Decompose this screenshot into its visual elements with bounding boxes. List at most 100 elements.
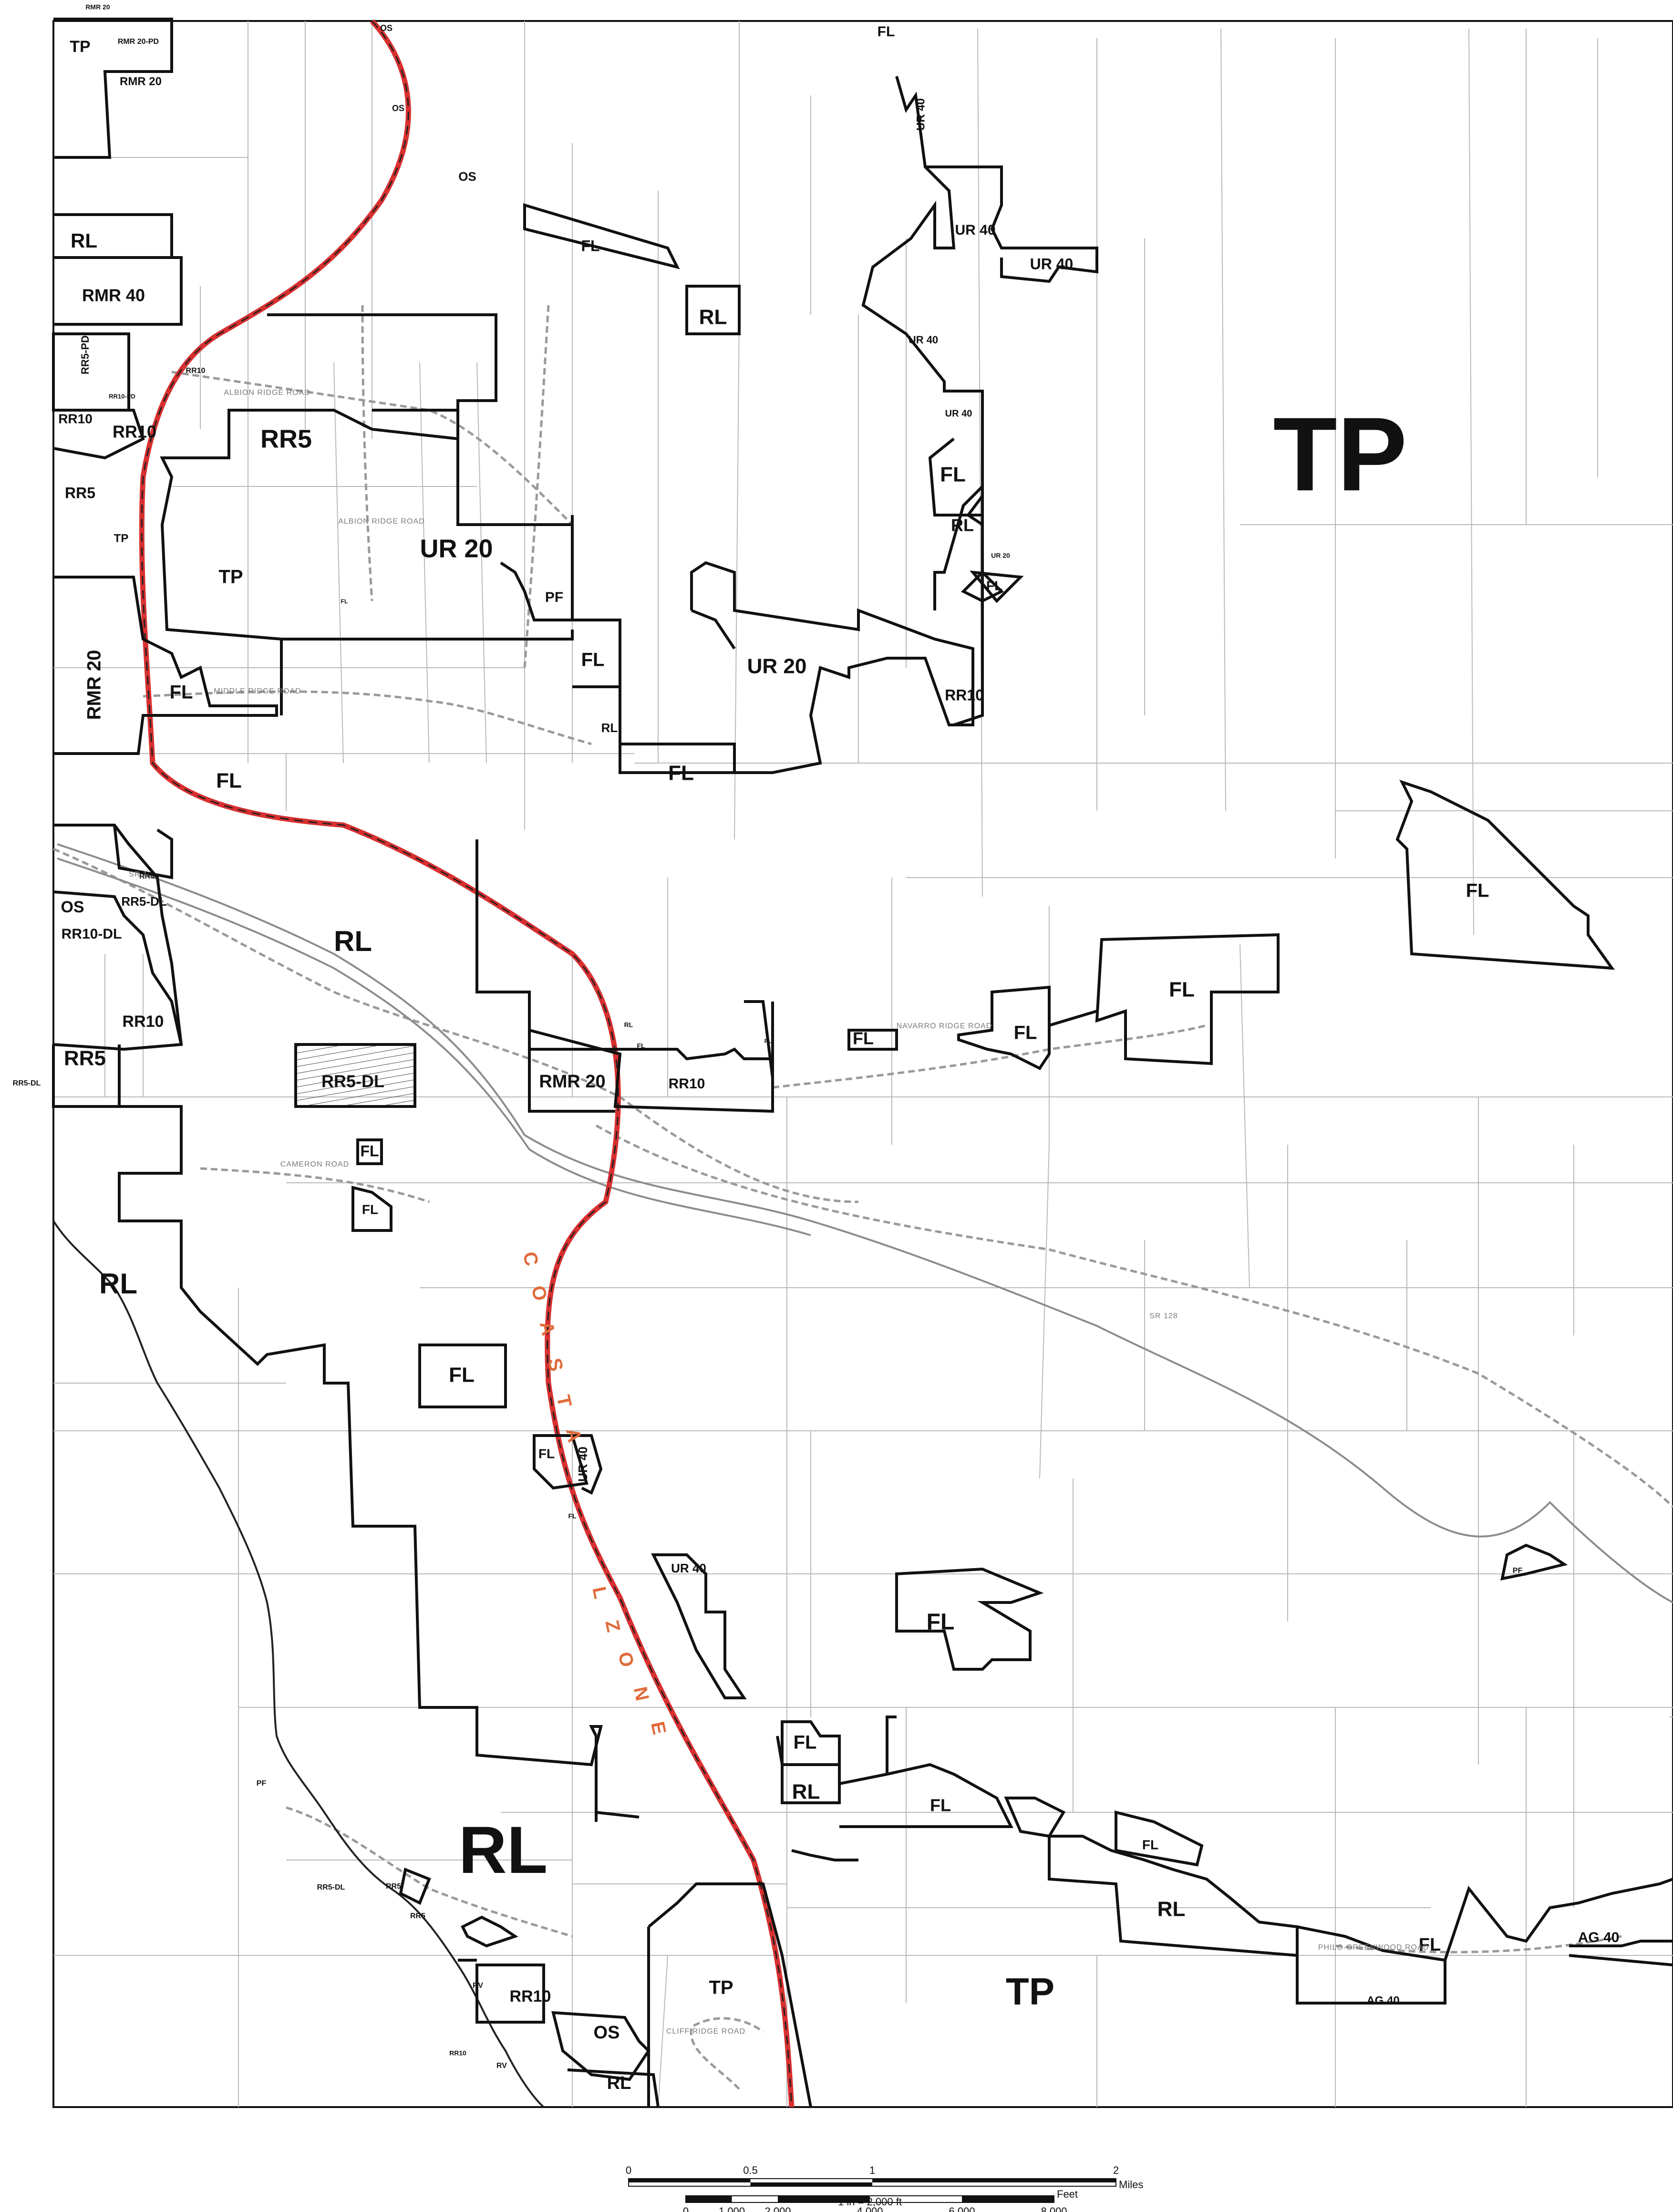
zone-label: AG 40 [1366, 1994, 1399, 2007]
zone-label: PF [257, 1779, 267, 1788]
zone-label: FL [568, 1512, 577, 1520]
zone-label: RMR 20 [85, 3, 110, 11]
zone-label: RR10 [945, 686, 984, 703]
zone-label: FL [341, 598, 348, 605]
scale-tick-label: 8,000 [1041, 2205, 1067, 2212]
parcel-lines [53, 21, 1673, 2108]
zone-label: FL [986, 578, 1002, 593]
road-label: ALBION RIDGE ROAD [224, 389, 310, 397]
zone-label: RR5 [410, 1912, 425, 1920]
zone-label: FL [581, 650, 605, 671]
zone-label: RR5 [139, 872, 155, 880]
zone-label: UR 40 [1030, 255, 1074, 272]
zone-label: RR5-PD [79, 335, 91, 374]
coastal-zone-letter: C [519, 1250, 542, 1268]
zone-label: RL [792, 1780, 820, 1804]
zone-label: OS [380, 23, 392, 33]
zone-label: FL [930, 1796, 951, 1815]
road-label: CLIFF RIDGE ROAD [666, 2027, 745, 2036]
zone-label: RR5 [65, 484, 95, 501]
zone-label: FL [1142, 1837, 1158, 1852]
zone-label: OS [458, 169, 476, 184]
zone-label: FL [538, 1446, 555, 1461]
zone-label: OS [392, 103, 404, 113]
zone-label: FL [581, 237, 599, 254]
zone-label: FL [170, 682, 193, 703]
zone-label: RL [624, 1021, 633, 1029]
coastal-zone-letter: N [630, 1685, 653, 1703]
zone-label: TP [218, 567, 243, 588]
zone-label: FL [927, 1610, 955, 1635]
scale-bar-segment [962, 2196, 1054, 2202]
zone-label: RL [607, 2073, 631, 2093]
scale-bar-segment [872, 2179, 1116, 2182]
zone-label: RL [99, 1268, 137, 1300]
scale-tick-label: 4,000 [857, 2205, 883, 2212]
scale-bar-feet: 0 1,000 2,000 4,000 6,000 8,000 Feet [683, 2188, 1078, 2212]
scale-bar-segment [686, 2196, 732, 2202]
zone-label: UR 40 [945, 408, 972, 419]
zone-label: FL [360, 1142, 379, 1159]
scale-tick-label: 2 [1113, 2164, 1119, 2176]
river [57, 843, 1673, 1603]
zone-label: UR 40 [671, 1561, 706, 1575]
scale-unit-label: Miles [1119, 2179, 1143, 2191]
road-label: ALBION RIDGE ROAD [338, 517, 424, 526]
road-label: SR 1 [129, 870, 148, 879]
zone-label: RR5-DL [317, 1883, 345, 1892]
zone-label: FL [1419, 1935, 1441, 1955]
zone-label: RR10 [669, 1076, 705, 1092]
zone-label: FL [794, 1732, 817, 1753]
zone-label: RL [699, 306, 727, 329]
scale-tick-label: 1 [869, 2164, 875, 2176]
coastal-zone-letter: O [614, 1650, 638, 1669]
scale-tick-label: 2,000 [764, 2205, 791, 2212]
scale-bar-segment [629, 2179, 751, 2182]
zone-label: TP [70, 38, 90, 56]
zone-label: RR10 [510, 1987, 551, 2005]
zone-label: UR 40 [576, 1447, 590, 1482]
coastal-zone-boundary [139, 19, 795, 2108]
zone-label: FL [853, 1029, 874, 1048]
coastal-zone-letter: A [562, 1426, 585, 1444]
coastal-zone-letter: E [647, 1720, 670, 1737]
road-label: PHILO-GREENWOOD ROAD [1318, 1943, 1429, 1952]
zone-label: FL [1169, 978, 1195, 1002]
zone-label: FL [216, 769, 242, 793]
zone-label: TP [1006, 1970, 1054, 2013]
zone-label: RR10-PD [109, 393, 135, 400]
road-lines [53, 305, 1673, 2090]
coastal-zone-letter: L [588, 1585, 611, 1601]
road-labels: ALBION RIDGE ROAD ALBION RIDGE ROAD MIDD… [129, 389, 1429, 2036]
zone-label: TP [709, 1977, 733, 1998]
zone-label: UR 40 [955, 222, 995, 238]
zone-label: UR 20 [991, 552, 1010, 559]
zone-label: RMR 20 [539, 1072, 605, 1092]
road-label: CAMERON ROAD [280, 1160, 349, 1168]
road-label: NAVARRO RIDGE ROAD [897, 1022, 992, 1030]
zone-label: UR 40 [909, 334, 938, 346]
zone-label: FL [1014, 1023, 1037, 1044]
zone-label: RMR 20 [120, 75, 162, 88]
scale-tick-label: 0 [626, 2164, 631, 2176]
zone-label: RR10 [123, 1013, 164, 1031]
scale-tick-label: 0 [683, 2205, 689, 2212]
scale-tick-label: 1,000 [719, 2205, 745, 2212]
zone-label: RL [334, 925, 372, 957]
scale-bar-segment [750, 2182, 872, 2186]
zone-label: RL [601, 721, 618, 735]
zone-labels: TP RL TP RMR 20-PD RMR 20 RMR 20 OS OS O… [13, 3, 1620, 2093]
scale-tick-label: 6,000 [949, 2205, 975, 2212]
zone-label: RL [71, 229, 97, 252]
zone-label: RR5 [260, 424, 312, 453]
zone-label: FL [637, 1042, 645, 1050]
zone-label: UR 20 [420, 534, 493, 563]
zone-label: RR5-DL [321, 1072, 384, 1091]
zone-label: RR10-DL [62, 926, 122, 942]
zone-label: FL [668, 762, 694, 785]
coastal-zone-letter: Z [601, 1618, 624, 1634]
scale-unit-label: Feet [1057, 2188, 1078, 2200]
